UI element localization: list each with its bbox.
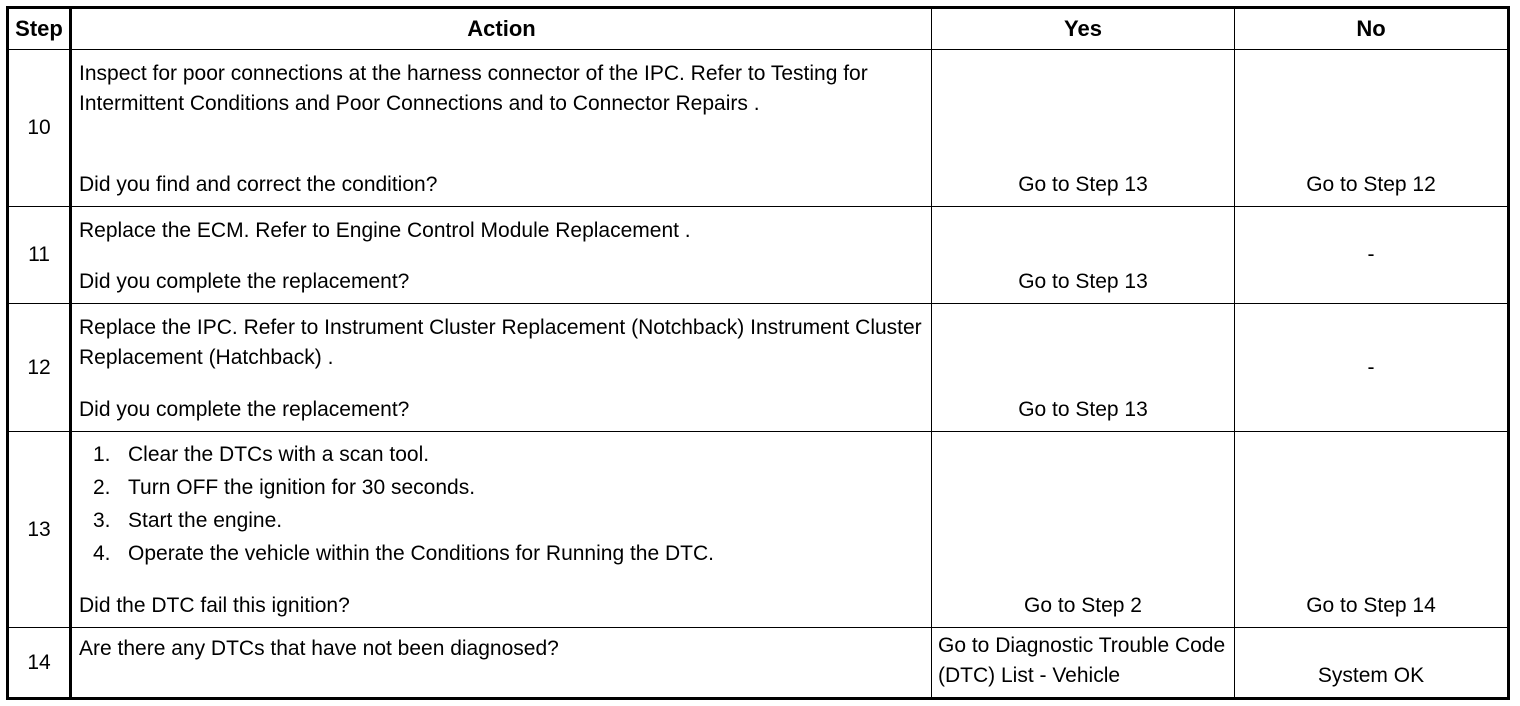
diagnostic-table: Step Action Yes No 10 Inspect for poor c… [6,6,1510,700]
no-cell: System OK [1234,627,1509,699]
header-action: Action [70,7,932,50]
step-number: 14 [7,627,72,699]
no-link[interactable]: Go to Step 12 [1306,173,1436,196]
yes-link[interactable]: Go to Step 13 [1018,270,1148,293]
action-question: Are there any DTCs that have not been di… [79,637,559,660]
yes-link[interactable]: Go to Step 2 [1024,594,1142,617]
action-cell: Replace the ECM. Refer to Engine Control… [70,206,932,304]
header-yes: Yes [931,7,1235,50]
no-link[interactable]: Go to Step 14 [1306,594,1436,617]
action-cell: Inspect for poor connections at the harn… [70,49,932,207]
list-item: 4.Operate the vehicle within the Conditi… [93,542,714,565]
header-row: Step Action Yes No [7,7,1509,50]
yes-cell: Go to Step 13 [931,49,1235,207]
table-row: 14 Are there any DTCs that have not been… [7,627,1509,699]
no-value: System OK [1317,664,1425,687]
no-cell: - [1234,206,1509,304]
table-row: 13 1.Clear the DTCs with a scan tool. 2.… [7,431,1509,628]
no-cell: Go to Step 14 [1234,431,1509,628]
list-item: 3.Start the engine. [93,509,283,532]
step-number: 13 [7,431,72,628]
yes-cell: Go to Step 13 [931,206,1235,304]
action-cell: Are there any DTCs that have not been di… [70,627,932,699]
action-question: Did you complete the replacement? [79,398,410,421]
action-text: Replace the ECM. Refer to Engine Control… [79,219,691,242]
yes-cell: Go to Step 2 [931,431,1235,628]
action-text: Replace the IPC. Refer to Instrument Clu… [79,316,922,369]
list-item: 1.Clear the DTCs with a scan tool. [93,443,430,466]
yes-cell: Go to Diagnostic Trouble Code (DTC) List… [931,627,1235,699]
step-number: 10 [7,49,72,207]
table-row: 10 Inspect for poor connections at the h… [7,49,1509,207]
yes-link[interactable]: Go to Step 13 [1018,398,1148,421]
step-number: 11 [7,206,72,304]
header-step: Step [7,7,72,50]
action-question: Did you complete the replacement? [79,270,410,293]
no-cell: - [1234,303,1509,432]
yes-link[interactable]: Go to Diagnostic Trouble Code (DTC) List… [938,634,1226,687]
no-value: - [1367,355,1375,379]
list-item: 2.Turn OFF the ignition for 30 seconds. [93,476,476,499]
action-text: Inspect for poor connections at the harn… [79,62,868,115]
action-question: Did the DTC fail this ignition? [79,594,350,617]
no-value: - [1367,243,1375,266]
action-question: Did you find and correct the condition? [79,173,438,196]
step-number: 12 [7,303,72,432]
table-row: 11 Replace the ECM. Refer to Engine Cont… [7,206,1509,304]
action-cell: 1.Clear the DTCs with a scan tool. 2.Tur… [70,431,932,628]
yes-link[interactable]: Go to Step 13 [1018,173,1148,196]
action-steps-list: 1.Clear the DTCs with a scan tool. 2.Tur… [79,438,925,570]
no-cell: Go to Step 12 [1234,49,1509,207]
action-cell: Replace the IPC. Refer to Instrument Clu… [70,303,932,432]
yes-cell: Go to Step 13 [931,303,1235,432]
table-row: 12 Replace the IPC. Refer to Instrument … [7,303,1509,432]
header-no: No [1234,7,1509,50]
